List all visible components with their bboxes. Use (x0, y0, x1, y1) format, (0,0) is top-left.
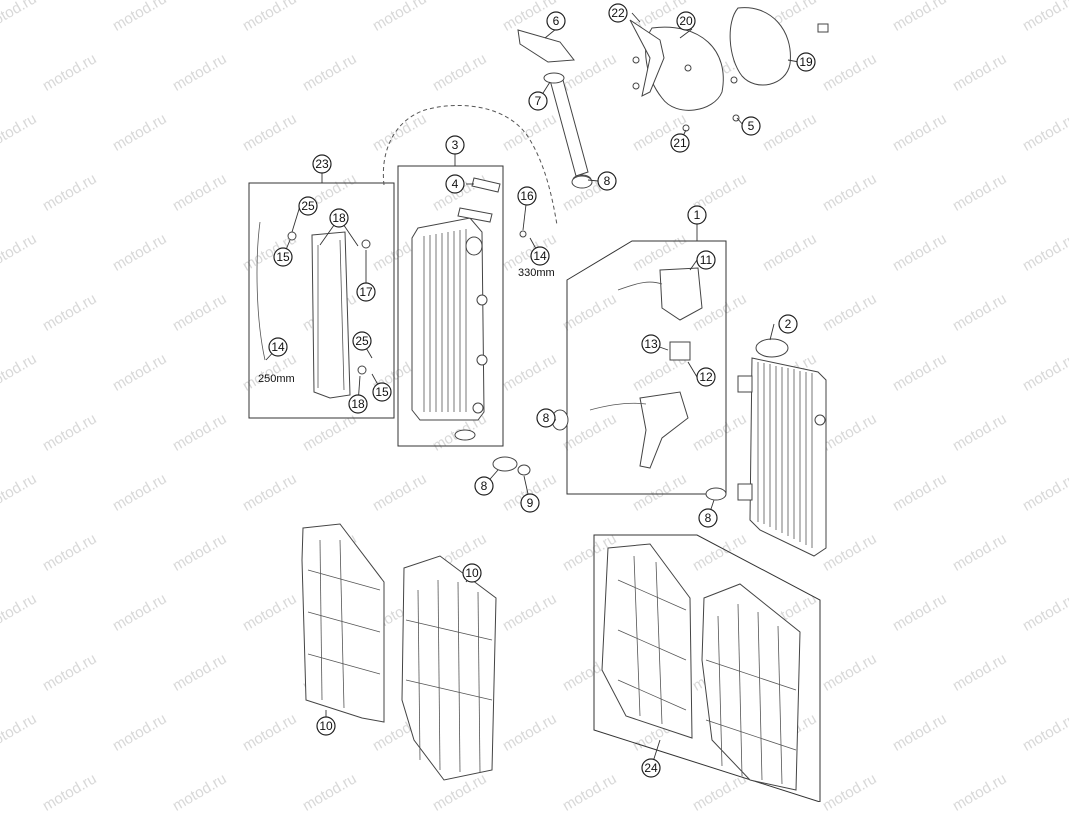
callout-21: 21 (670, 133, 690, 153)
svg-text:12: 12 (699, 370, 713, 384)
callout-12: 12 (696, 367, 716, 387)
callout-markers: 6 7 8 22 20 19 5 21 3 4 23 25 18 15 17 2… (268, 3, 816, 778)
expansion-tank (256, 221, 351, 399)
callout-23: 23 (312, 154, 332, 174)
svg-text:6: 6 (553, 14, 560, 28)
callout-14-left: 14 (268, 337, 288, 357)
callout-22: 22 (608, 3, 628, 23)
small-parts (287, 56, 740, 501)
group-frame-1 (566, 240, 727, 495)
svg-text:18: 18 (351, 397, 365, 411)
callout-15-bottom: 15 (372, 382, 392, 402)
svg-text:1: 1 (694, 208, 701, 222)
svg-text:16: 16 (520, 189, 534, 203)
radiator-shroud-right-pair (601, 543, 801, 791)
svg-text:5: 5 (748, 119, 755, 133)
svg-text:8: 8 (604, 174, 611, 188)
callout-4: 4 (445, 174, 465, 194)
callout-17: 17 (356, 282, 376, 302)
callout-16: 16 (517, 186, 537, 206)
svg-text:2: 2 (785, 317, 792, 331)
leader-lines (265, 12, 800, 769)
svg-text:17: 17 (359, 285, 373, 299)
svg-text:3: 3 (452, 138, 459, 152)
svg-text:8: 8 (705, 511, 712, 525)
svg-text:25: 25 (355, 334, 369, 348)
group-frame-24 (593, 534, 821, 802)
svg-text:10: 10 (465, 566, 479, 580)
callout-3: 3 (445, 135, 465, 155)
svg-text:25: 25 (301, 199, 315, 213)
callout-9: 9 (520, 493, 540, 513)
callout-5: 5 (741, 116, 761, 136)
radiator-right (737, 338, 827, 557)
callout-10-right: 10 (462, 563, 482, 583)
callout-14-right: 14 (530, 246, 550, 266)
callout-15-top: 15 (273, 247, 293, 267)
callout-19: 19 (796, 52, 816, 72)
svg-text:20: 20 (679, 14, 693, 28)
callout-13: 13 (641, 334, 661, 354)
callout-10-left: 10 (316, 716, 336, 736)
svg-text:14: 14 (533, 249, 547, 263)
svg-text:15: 15 (375, 385, 389, 399)
svg-text:8: 8 (481, 479, 488, 493)
radiator-shroud-left-pair (301, 523, 497, 781)
callout-7: 7 (528, 91, 548, 111)
callout-18-top: 18 (329, 208, 349, 228)
thermostat-assembly (589, 267, 703, 469)
callout-6: 6 (546, 11, 566, 31)
callout-8-lower: 8 (474, 476, 494, 496)
callout-8-mid: 8 (536, 408, 556, 428)
callout-8-right: 8 (698, 508, 718, 528)
hose-length-250: 250mm (258, 373, 295, 385)
hose-dashed-line (382, 105, 558, 226)
svg-text:23: 23 (315, 157, 329, 171)
radiator-left (411, 207, 493, 441)
hose-length-330: 330mm (518, 267, 555, 279)
svg-text:4: 4 (452, 177, 459, 191)
svg-text:7: 7 (535, 94, 542, 108)
callout-18-bottom: 18 (348, 394, 368, 414)
upper-hose (517, 29, 592, 186)
svg-text:14: 14 (271, 340, 285, 354)
svg-text:10: 10 (319, 719, 333, 733)
svg-text:19: 19 (799, 55, 813, 69)
svg-text:13: 13 (644, 337, 658, 351)
callout-8: 8 (597, 171, 617, 191)
svg-text:18: 18 (332, 211, 346, 225)
water-pump-cover (629, 7, 829, 111)
svg-text:9: 9 (527, 496, 534, 510)
callout-25-top: 25 (298, 196, 318, 216)
callout-25-bottom: 25 (352, 331, 372, 351)
callout-1: 1 (687, 205, 707, 225)
group-frame-3 (397, 165, 504, 447)
callout-20: 20 (676, 11, 696, 31)
callout-2: 2 (778, 314, 798, 334)
svg-text:21: 21 (673, 136, 687, 150)
svg-text:15: 15 (276, 250, 290, 264)
svg-text:8: 8 (543, 411, 550, 425)
svg-text:11: 11 (700, 253, 713, 267)
svg-text:22: 22 (611, 6, 625, 20)
callout-24: 24 (641, 758, 661, 778)
group-frame-23 (248, 182, 395, 419)
svg-text:24: 24 (644, 761, 658, 775)
callout-11: 11 (696, 250, 716, 270)
